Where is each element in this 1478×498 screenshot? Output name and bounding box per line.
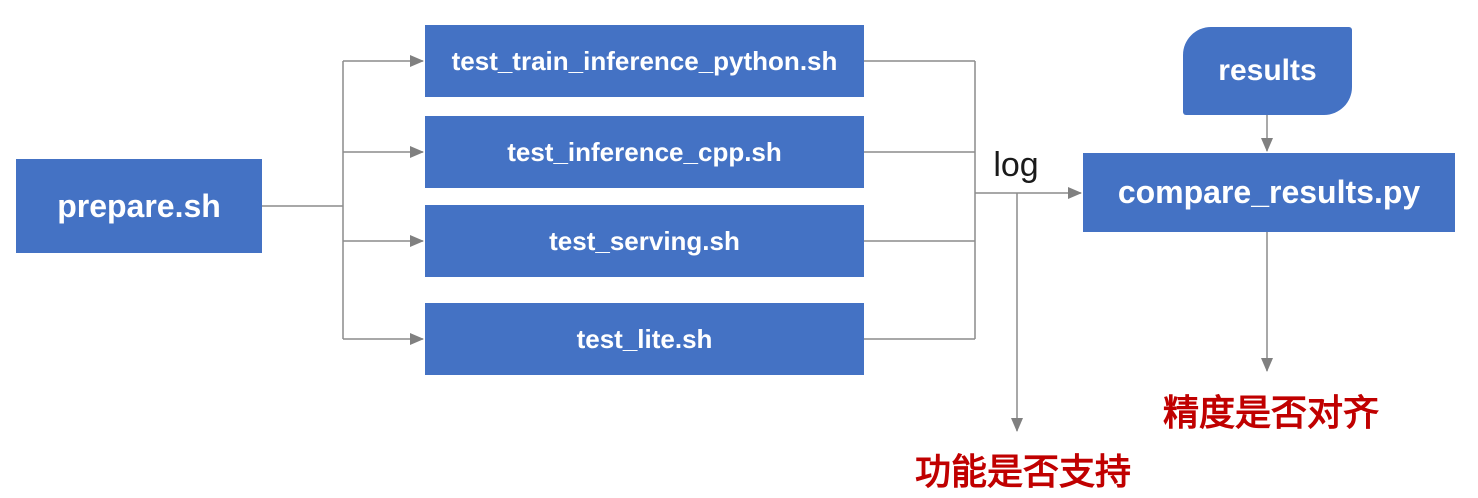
node-prepare-sh: prepare.sh bbox=[16, 159, 262, 253]
node-test-serving-label: test_serving.sh bbox=[549, 225, 740, 256]
node-results-label: results bbox=[1218, 54, 1317, 87]
node-test-train-inference-python-label: test_train_inference_python.sh bbox=[451, 45, 838, 76]
node-test-inference-cpp: test_inference_cpp.sh bbox=[425, 116, 864, 188]
annotation-function-support: 功能是否支持 bbox=[915, 451, 1132, 492]
node-test-inference-cpp-label: test_inference_cpp.sh bbox=[507, 136, 782, 167]
edge-label-log: log bbox=[993, 146, 1039, 184]
node-test-lite-label: test_lite.sh bbox=[576, 323, 713, 354]
node-results: results bbox=[1183, 27, 1352, 115]
node-compare-results-py-label: compare_results.py bbox=[1117, 174, 1421, 210]
node-test-serving: test_serving.sh bbox=[425, 205, 864, 277]
annotation-accuracy-alignment: 精度是否对齐 bbox=[1163, 392, 1380, 433]
node-test-lite: test_lite.sh bbox=[425, 303, 864, 375]
node-test-train-inference-python: test_train_inference_python.sh bbox=[425, 25, 864, 97]
node-prepare-sh-label: prepare.sh bbox=[57, 187, 221, 224]
node-compare-results-py: compare_results.py bbox=[1083, 153, 1455, 232]
